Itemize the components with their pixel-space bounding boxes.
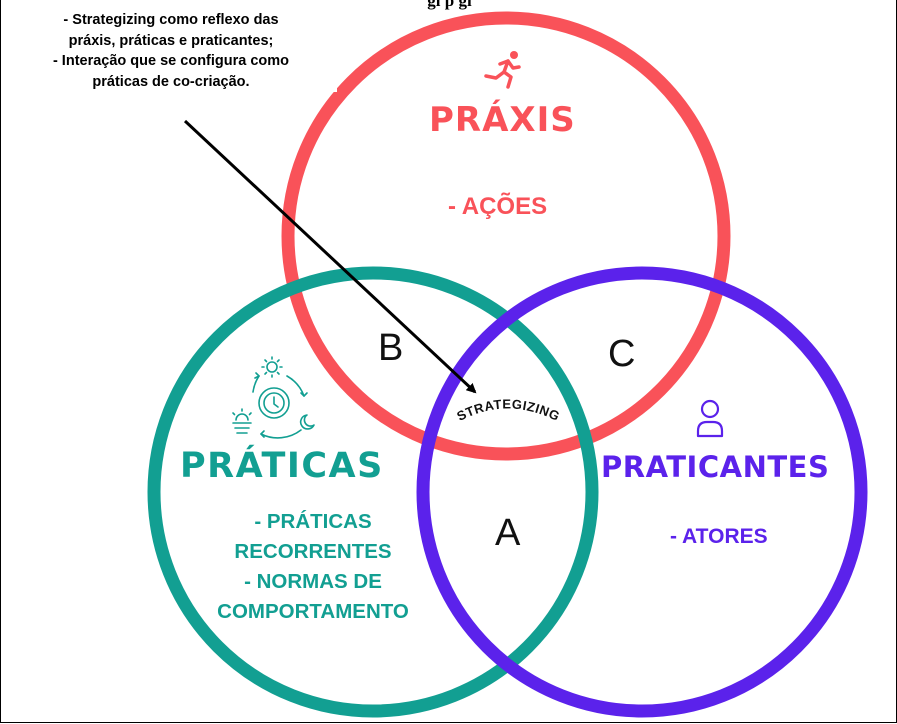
note-line: práticas de co-criação. [92, 73, 250, 90]
praxis-item: - AÇÕES [448, 193, 548, 220]
praxis-title: PRÁXIS [429, 100, 576, 140]
praxis-circle [281, 11, 731, 461]
region-label-b: B [378, 327, 404, 369]
praticas-title: PRÁTICAS [180, 446, 384, 486]
praticantes-circle [416, 266, 868, 718]
time-cycle-icon [232, 356, 315, 439]
praticas-item: - PRÁTICAS [254, 510, 372, 533]
praticas-list: - PRÁTICAS RECORRENTES - NORMAS DE COMPO… [213, 507, 413, 627]
praticas-item: - NORMAS DE [244, 570, 382, 593]
praticas-circle [147, 266, 599, 718]
region-label-c: C [608, 333, 636, 375]
note-line: - Interação que se configura como [52, 53, 290, 69]
region-label-a: A [495, 512, 521, 554]
strategizing-label: STRATEGIZING [454, 396, 562, 423]
praticantes-title: PRATICANTES [601, 450, 830, 484]
praticas-item: RECORRENTES [234, 540, 392, 563]
praticantes-item: - ATORES [670, 525, 768, 548]
user-icon [696, 399, 724, 438]
running-person-icon [484, 51, 521, 89]
page-title-fragment: gi p gi [427, 0, 472, 10]
note-line: práxis, práticas e praticantes; [68, 32, 274, 49]
praticas-item: COMPORTAMENTO [217, 600, 409, 623]
note-line: - Strategizing como reflexo das [63, 12, 279, 28]
pointer-arrow [183, 119, 477, 394]
annotation-note: - Strategizing como reflexo das práxis, … [5, 10, 337, 92]
